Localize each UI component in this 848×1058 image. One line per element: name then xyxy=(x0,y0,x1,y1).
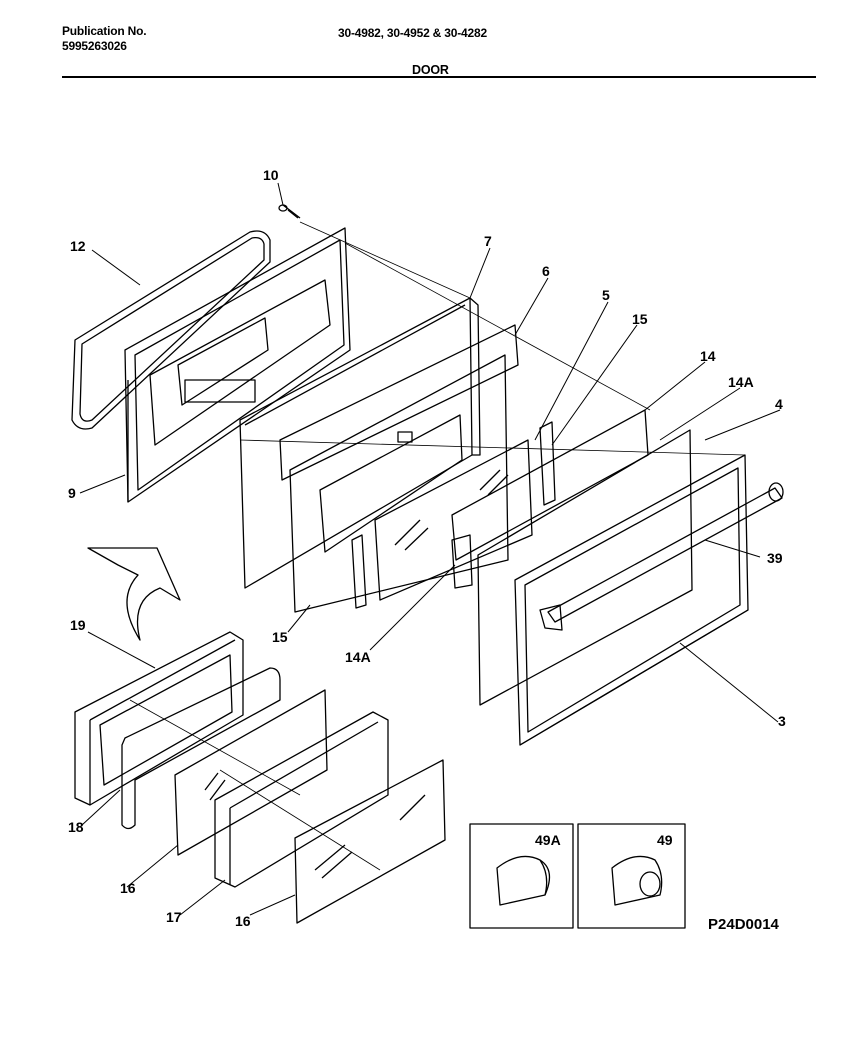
part-5-glass xyxy=(374,439,533,601)
callout-16-lower: 16 xyxy=(235,913,251,929)
part-12-gasket xyxy=(71,230,271,430)
publication-number: 5995263026 xyxy=(62,39,127,53)
callout-16: 16 xyxy=(120,880,136,896)
part-16-glass-a xyxy=(174,689,328,856)
part-6-inner-panel xyxy=(279,324,519,613)
inset-49 xyxy=(577,823,686,929)
part-3-door-trim xyxy=(514,454,749,746)
part-16-glass-b xyxy=(294,759,446,924)
part-9-inner-frame xyxy=(124,227,351,503)
part-7-door-liner xyxy=(239,297,481,589)
callout-49a: 49A xyxy=(535,832,561,848)
part-17-frame xyxy=(214,711,389,888)
part-18-seal xyxy=(121,667,281,830)
callout-14a: 14A xyxy=(728,374,754,390)
callout-19: 19 xyxy=(70,617,86,633)
part-39-handle xyxy=(539,482,784,631)
callout-14: 14 xyxy=(700,348,716,364)
part-4-outer-panel xyxy=(477,429,693,706)
publication-label: Publication No. xyxy=(62,24,147,38)
model-numbers: 30-4982, 30-4952 & 30-4282 xyxy=(338,26,487,40)
callout-12: 12 xyxy=(70,238,86,254)
callout-49: 49 xyxy=(657,832,673,848)
callout-4: 4 xyxy=(775,396,783,412)
direction-arrow-icon xyxy=(87,547,181,641)
part-15-hinge xyxy=(351,421,556,609)
callout-18: 18 xyxy=(68,819,84,835)
callout-7: 7 xyxy=(484,233,492,249)
drawing-code: P24D0014 xyxy=(708,916,780,933)
callout-15: 15 xyxy=(632,311,648,327)
callout-17: 17 xyxy=(166,909,182,925)
part-10-screw xyxy=(278,204,301,219)
leader-lines xyxy=(79,182,781,916)
inset-49a xyxy=(469,823,574,929)
callout-10: 10 xyxy=(263,167,279,183)
callout-39: 39 xyxy=(767,550,783,566)
section-title: DOOR xyxy=(412,63,449,77)
header-rule xyxy=(62,76,816,78)
callout-14a-lower: 14A xyxy=(345,649,371,665)
callout-5: 5 xyxy=(602,287,610,303)
alignment-lines xyxy=(129,221,746,871)
part-19-frame xyxy=(74,631,244,806)
callout-15-lower: 15 xyxy=(272,629,288,645)
callout-9: 9 xyxy=(68,485,76,501)
callout-6: 6 xyxy=(542,263,550,279)
callout-3: 3 xyxy=(778,713,786,729)
